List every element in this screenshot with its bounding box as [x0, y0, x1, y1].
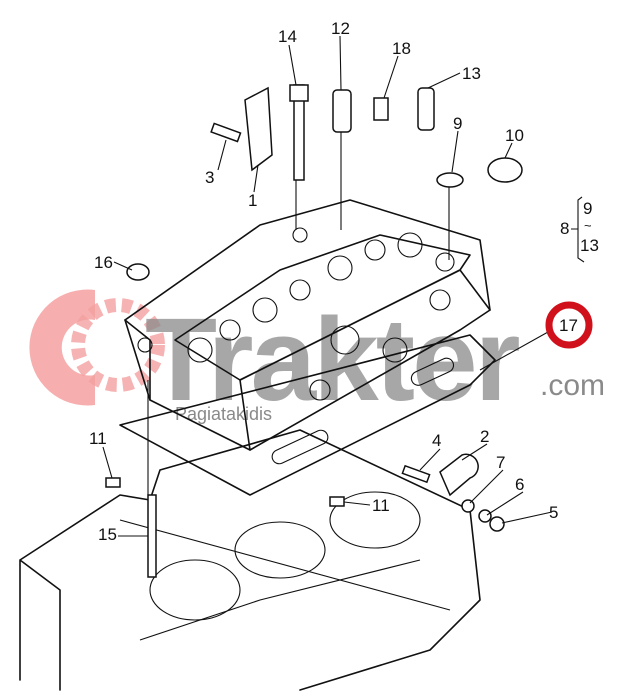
callout-8: 8	[560, 219, 569, 238]
callout-11: 11	[372, 496, 390, 515]
watermark-sub: Pagiatakidis	[175, 404, 272, 424]
callout-11: 11	[89, 429, 107, 448]
watermark-gear-logo	[29, 289, 95, 406]
hanger-bracket	[244, 86, 273, 172]
engine-block	[19, 429, 481, 691]
callout-9: 9	[453, 114, 462, 133]
callout-3: 3	[205, 168, 214, 187]
range-tilde: ~	[584, 218, 592, 233]
stud	[147, 494, 157, 578]
callouts: 14 12 18 13 9 10 3 1 16 17 11 4 2 11 7 6…	[89, 19, 599, 544]
callout-5: 5	[549, 503, 558, 522]
callout-13: 13	[462, 64, 481, 83]
callout-1: 1	[248, 191, 257, 210]
watermark-suffix: .com	[540, 369, 605, 402]
callout-8-to: 13	[580, 236, 599, 255]
plate	[439, 453, 479, 497]
highlight-ring	[545, 301, 593, 349]
watermark: Trakter .com Pagiatakidis	[29, 289, 605, 426]
nut	[126, 263, 150, 281]
nozzle-holder	[332, 89, 352, 133]
callout-16: 16	[94, 253, 113, 272]
leader-lines	[102, 35, 553, 537]
callout-10: 10	[505, 126, 524, 145]
callout-2: 2	[480, 427, 489, 446]
callout-4: 4	[432, 431, 441, 450]
small-parts	[105, 84, 523, 578]
callout-8-group: 8 9 ~ 13	[560, 196, 599, 263]
callout-8-from: 9	[583, 199, 592, 218]
callout-12: 12	[331, 19, 350, 38]
cylinder-head	[124, 199, 491, 451]
plug-cap	[487, 157, 523, 183]
callout-18: 18	[392, 39, 411, 58]
callout-17: 17	[559, 316, 578, 335]
bolt	[210, 122, 242, 143]
callout-7: 7	[496, 453, 505, 472]
head-gasket	[119, 334, 496, 496]
callout-6: 6	[515, 475, 524, 494]
seal-ring	[436, 172, 464, 188]
callout-14: 14	[278, 27, 297, 46]
callout-15: 15	[98, 525, 117, 544]
